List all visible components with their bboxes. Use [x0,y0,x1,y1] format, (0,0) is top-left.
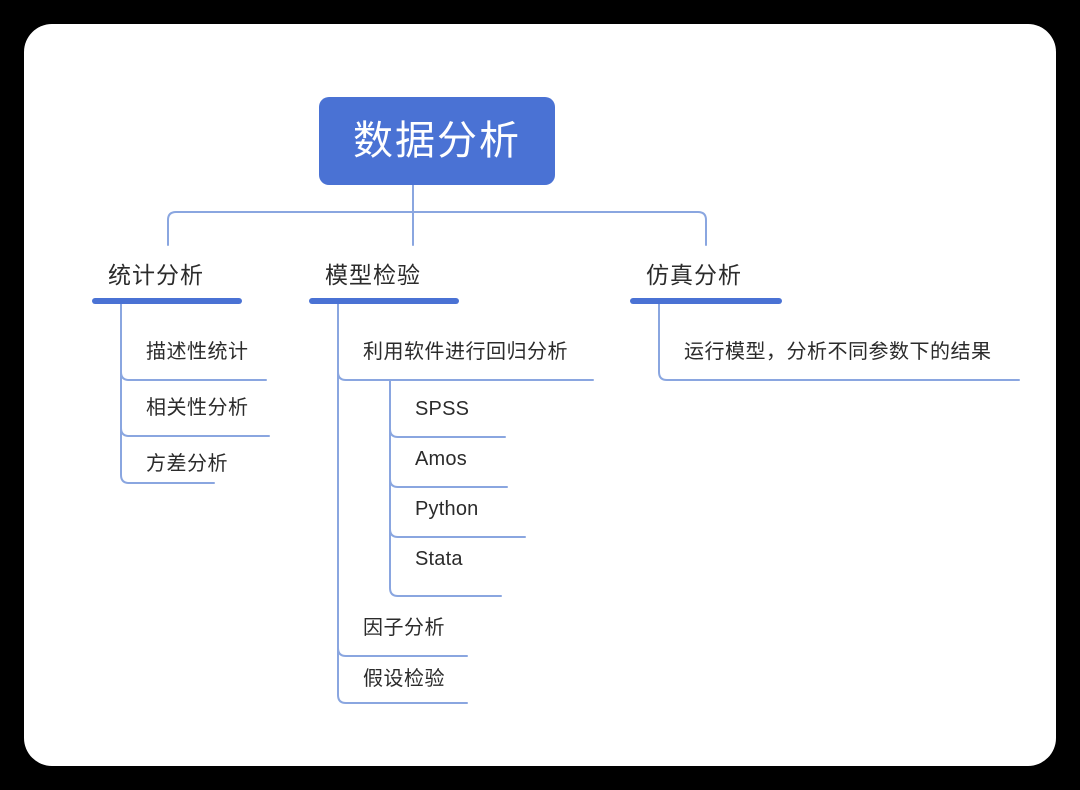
leaf-label: 运行模型，分析不同参数下的结果 [684,341,992,363]
leaf-stata[interactable]: Stata [415,549,463,569]
leaf-spss[interactable]: SPSS [415,399,469,419]
branch-label: 统计分析 [108,262,204,288]
leaf-label: 相关性分析 [146,397,249,419]
leaf-label: 假设检验 [363,668,445,690]
leaf-label: 方差分析 [146,453,228,475]
leaf-descriptive-statistics[interactable]: 描述性统计 [146,342,249,362]
root-node[interactable]: 数据分析 [319,97,555,185]
connector-branch2-child1 [337,371,594,381]
branch-node-simulation-analysis[interactable]: 仿真分析 [646,264,742,287]
connector-software-child1 [389,428,506,438]
leaf-label: Stata [415,548,463,570]
leaf-label: Amos [415,448,467,470]
leaf-label: 因子分析 [363,617,445,639]
connector-software-child3 [389,528,526,538]
leaf-run-model-parameters[interactable]: 运行模型，分析不同参数下的结果 [684,342,992,362]
leaf-hypothesis-testing[interactable]: 假设检验 [363,669,445,689]
branch-node-model-testing[interactable]: 模型检验 [325,264,421,287]
leaf-variance-analysis[interactable]: 方差分析 [146,454,228,474]
leaf-label: 利用软件进行回归分析 [363,341,568,363]
leaf-label: Python [415,498,479,520]
branch-label: 模型检验 [325,262,421,288]
connector-root-bus [167,211,707,246]
leaf-correlation-analysis[interactable]: 相关性分析 [146,398,249,418]
root-node-label: 数据分析 [353,119,521,163]
leaf-factor-analysis[interactable]: 因子分析 [363,618,445,638]
leaf-label: 描述性统计 [146,341,249,363]
leaf-label: SPSS [415,398,470,420]
leaf-amos[interactable]: Amos [415,449,467,469]
connector-branch1-child2 [120,427,270,437]
leaf-python[interactable]: Python [415,499,478,519]
connector-software-child2 [389,478,508,488]
connector-branch2-child2 [337,647,468,657]
leaf-regression-with-software[interactable]: 利用软件进行回归分析 [363,342,568,362]
branch-node-statistical-analysis[interactable]: 统计分析 [108,264,204,287]
branch-label: 仿真分析 [646,262,742,288]
mindmap-card: 数据分析 统计分析 模型检验 仿真分析 描述性统计 相关性分析 方差分析 利用软… [24,24,1056,766]
connector-branch1-child1 [120,371,267,381]
